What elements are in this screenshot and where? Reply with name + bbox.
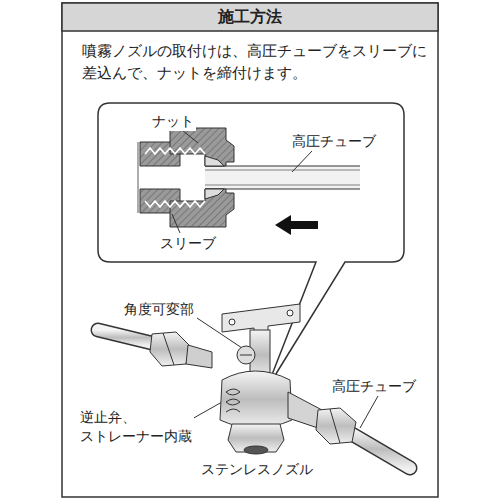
instruction-note: 噴霧ノズルの取付けは、高圧チューブをスリーブに 差込んで、ナットを締付けます。 [82,40,442,84]
part-label: スリーブ [158,234,218,253]
title-band [62,3,438,31]
callout-bubble [98,103,404,390]
part-label: ナット [150,112,196,131]
panel-title: 施工方法 [62,7,438,26]
part-label: ステンレスノズル [199,460,315,479]
insert-arrow [275,215,318,235]
part-label: 逆止弁、 ストレーナー内蔵 [78,408,194,446]
part-label: 角度可変部 [122,300,196,319]
part-label: 高圧チューブ [330,377,418,396]
part-label: 高圧チューブ [290,132,378,151]
